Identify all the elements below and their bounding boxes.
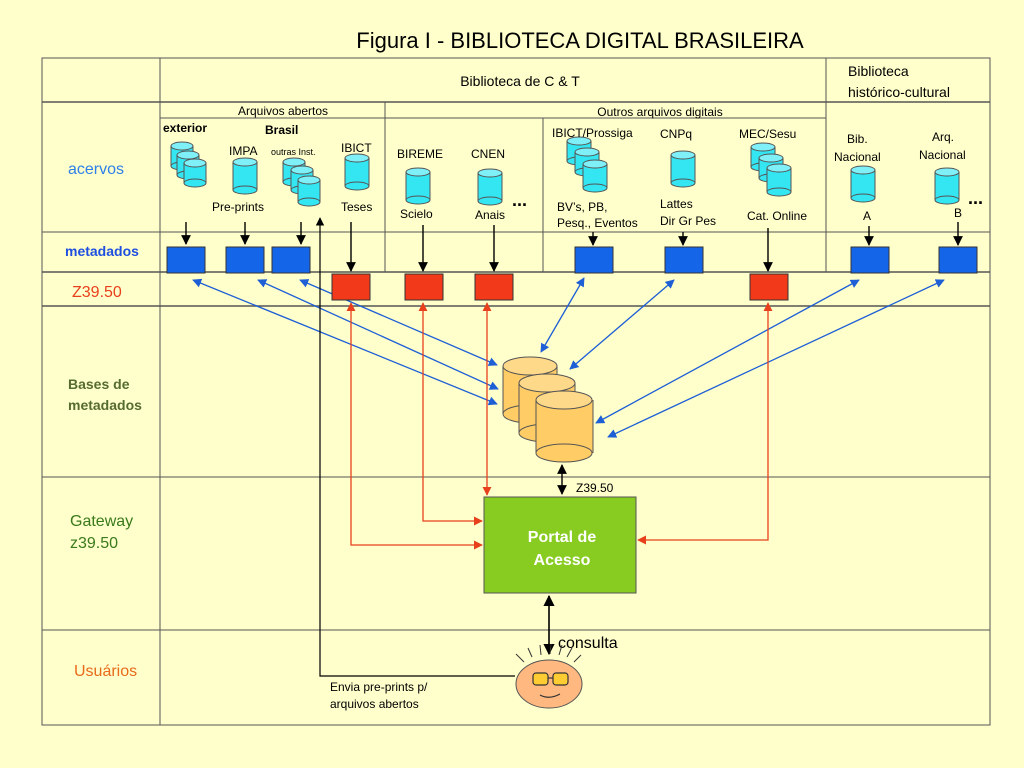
metadata-box-bib-nacional (850, 246, 890, 274)
label-mec: MEC/Sesu (739, 127, 796, 141)
bases-cylinder-3 (535, 390, 594, 463)
acervo-labels: exterior Brasil IMPA outras Inst. IBICT … (163, 121, 983, 230)
label-lattes-line2: Dir Gr Pes (660, 214, 716, 228)
metadata-box-exterior (166, 246, 206, 274)
label-brasil: Brasil (265, 123, 298, 137)
figure-title: Figura I - BIBLIOTECA DIGITAL BRASILEIRA (356, 28, 804, 53)
portal-line1: Portal de (528, 529, 597, 546)
label-exterior: exterior (163, 121, 207, 135)
label-b: B (954, 206, 962, 220)
metadata-box-cnpq (664, 246, 704, 274)
z3950-box-cnen (474, 273, 514, 301)
metadata-box-arq-nacional (938, 246, 978, 274)
box-layer (166, 246, 978, 301)
z3950-box-mec (749, 273, 789, 301)
label-consulta: consulta (558, 635, 618, 652)
label-anais: Anais (475, 208, 505, 222)
metadata-box-prossiga (574, 246, 614, 274)
ellipsis-1: ... (512, 190, 527, 210)
label-teses: Teses (341, 200, 372, 214)
row-acervos: acervos (68, 161, 124, 178)
cylinder-mec-3 (766, 163, 792, 197)
label-a: A (863, 209, 871, 223)
cylinder-bib-nacional (850, 165, 876, 203)
row-bases-line1: Bases de (68, 376, 130, 392)
label-cnen: CNEN (471, 147, 505, 161)
cylinder-ibict (344, 153, 370, 191)
label-z3950-small: Z39.50 (576, 481, 614, 495)
user-face-icon (515, 643, 583, 709)
red-arrows (346, 302, 773, 550)
cylinder-exterior-3 (183, 158, 207, 188)
row-usuarios: Usuários (74, 663, 137, 680)
row-gateway-line1: Gateway (70, 513, 133, 530)
acervo-arrows (181, 222, 963, 272)
metadata-box-outras (271, 246, 311, 274)
label-scielo: Scielo (400, 207, 433, 221)
row-z3950: Z39.50 (72, 284, 122, 301)
cylinder-arq-nacional (934, 167, 960, 205)
label-lattes-line1: Lattes (660, 197, 693, 211)
cylinder-impa (232, 157, 258, 195)
portal-line2: Acesso (534, 552, 591, 569)
row-metadados: metadados (65, 243, 139, 259)
label-bib-line2: Nacional (834, 150, 881, 164)
subheader-other: Outros arquivos digitais (597, 105, 722, 119)
z3950-box-ibict (331, 273, 371, 301)
label-bib-line1: Bib. (847, 132, 868, 146)
label-bvs-line1: BV’s, PB, (557, 200, 607, 214)
z3950-box-bireme (404, 273, 444, 301)
label-arq-line2: Nacional (919, 148, 966, 162)
label-prossiga: IBICT/Prossiga (552, 126, 633, 140)
submission-line (315, 217, 515, 677)
label-preprints: Pre-prints (212, 200, 264, 214)
label-ibict: IBICT (341, 141, 372, 155)
cylinder-layer (170, 136, 960, 207)
label-catonline: Cat. Online (747, 209, 807, 223)
cylinder-bireme (405, 167, 431, 205)
row-bases-line2: metadados (68, 397, 142, 413)
cylinder-cnen (477, 168, 503, 206)
label-arq-line1: Arq. (932, 130, 954, 144)
cylinder-outras-3 (297, 175, 321, 207)
header-bhc-line1: Biblioteca (848, 63, 909, 79)
label-cnpq: CNPq (660, 127, 692, 141)
ellipsis-2: ... (968, 188, 983, 208)
cylinder-cnpq (670, 150, 696, 188)
label-envia-line1: Envia pre-prints p/ (330, 680, 428, 694)
portal-box[interactable]: Portal de Acesso (483, 496, 637, 594)
label-bvs-line2: Pesq., Eventos (557, 216, 638, 230)
label-bireme: BIREME (397, 147, 443, 161)
header-bct: Biblioteca de C & T (460, 73, 580, 89)
label-outras: outras Inst. (271, 147, 316, 157)
metadata-box-impa (225, 246, 265, 274)
label-envia-line2: arquivos abertos (330, 697, 419, 711)
subheader-open: Arquivos abertos (238, 104, 328, 118)
row-gateway-line2: z39.50 (70, 535, 118, 552)
label-impa: IMPA (229, 144, 257, 158)
cylinder-prossiga-3 (582, 159, 608, 193)
bases-cylinders (502, 356, 594, 463)
header-bhc-line2: histórico-cultural (848, 84, 950, 100)
